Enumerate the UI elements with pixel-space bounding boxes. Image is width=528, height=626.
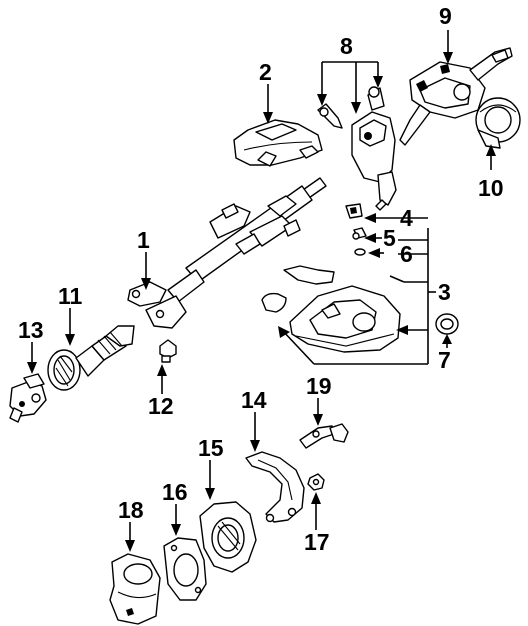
part-16-plate (163, 537, 207, 601)
callout-15: 15 (198, 435, 224, 461)
callout-19: 19 (306, 373, 332, 399)
callout-3: 3 (438, 279, 451, 305)
part-2-upper-shroud (233, 119, 323, 167)
callout-14: 14 (241, 387, 267, 413)
part-18-boot (109, 553, 161, 625)
callout-18: 18 (118, 497, 144, 523)
part-11-intermediate-shaft (47, 325, 135, 391)
part-19-lever (299, 423, 349, 449)
part-10-clock-spring (475, 97, 521, 149)
leader-lines (27, 30, 496, 552)
part-14-bracket (245, 451, 305, 523)
callout-5: 5 (383, 225, 396, 251)
callout-11: 11 (58, 283, 83, 309)
callout-12: 12 (148, 393, 174, 419)
callout-2: 2 (259, 59, 272, 85)
callout-1: 1 (137, 227, 150, 253)
callout-9: 9 (439, 3, 452, 29)
part-15-seal-housing (199, 501, 257, 573)
callout-17: 17 (304, 529, 330, 555)
part-13-u-joint (9, 373, 47, 423)
callout-8: 8 (340, 33, 353, 59)
part-4-clip (345, 203, 363, 219)
part-8-lock-housing (317, 86, 397, 211)
callout-13: 13 (18, 317, 44, 343)
callout-7: 7 (438, 347, 451, 373)
part-3-lower-shroud (261, 265, 401, 353)
callout-10: 10 (478, 175, 504, 201)
callout-numbers: 1 2 3 4 5 6 7 8 9 10 11 12 13 14 15 16 1… (18, 3, 504, 555)
callout-6: 6 (400, 241, 413, 267)
part-5-clip (352, 227, 367, 240)
part-17-nut (307, 473, 325, 491)
part-6-clip (354, 248, 366, 256)
part-1-steering-column (127, 177, 327, 329)
callout-16: 16 (162, 479, 188, 505)
part-7-ring (435, 313, 459, 335)
part-12-bolt (159, 339, 177, 363)
callout-4: 4 (400, 205, 413, 231)
part-9-combination-switch (399, 47, 513, 146)
